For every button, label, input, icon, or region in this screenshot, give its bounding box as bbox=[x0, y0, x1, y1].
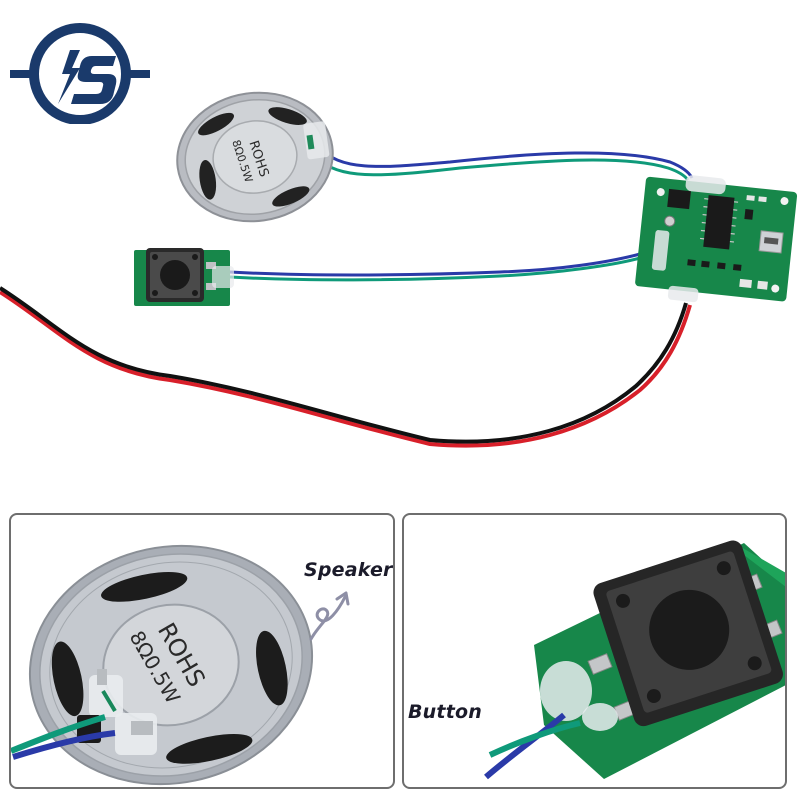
lightning-s-logo-icon bbox=[10, 23, 150, 124]
button-detail-panel: Button bbox=[402, 513, 787, 789]
main-product-photo: ROHS 8Ω0.5W bbox=[0, 80, 800, 460]
speaker-component: ROHS 8Ω0.5W bbox=[176, 91, 334, 223]
speaker-label: Speaker bbox=[304, 559, 393, 581]
button-component bbox=[134, 248, 234, 306]
button-closeup-photo bbox=[484, 540, 785, 780]
power-cable bbox=[0, 286, 692, 448]
button-label: Button bbox=[408, 701, 482, 723]
curly-arrow-icon bbox=[309, 591, 350, 641]
speaker-closeup-photo: ROHS 8Ω0.5W bbox=[11, 544, 314, 786]
speaker-wires bbox=[316, 145, 694, 181]
control-pcb-module bbox=[635, 175, 798, 303]
button-wires bbox=[229, 250, 655, 282]
brand-logo bbox=[8, 12, 152, 124]
speaker-detail-panel: ROHS 8Ω0.5W Speaker bbox=[9, 513, 395, 789]
